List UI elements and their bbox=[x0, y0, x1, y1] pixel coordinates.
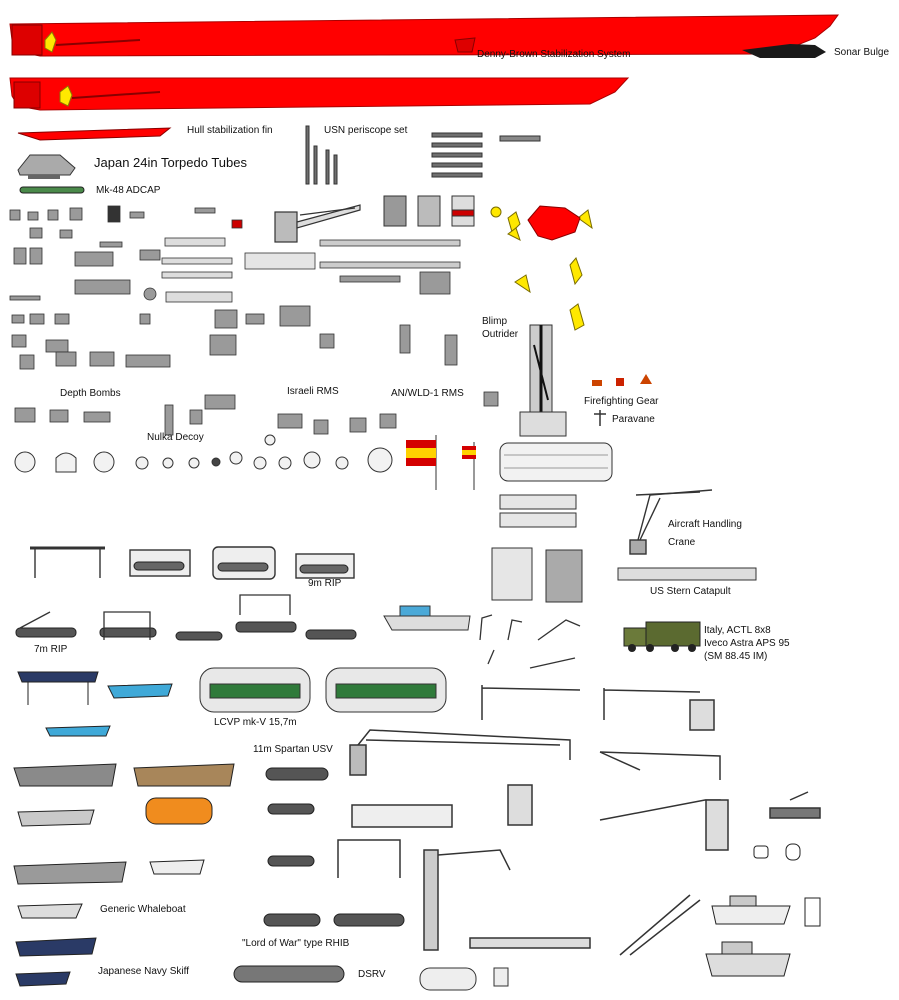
label-firefighting: Firefighting Gear bbox=[584, 396, 659, 407]
spain-flag-left bbox=[406, 435, 437, 490]
label-lord-of-war: "Lord of War" type RHIB bbox=[242, 938, 350, 949]
spain-flag-right bbox=[462, 442, 476, 490]
rib-boat-row bbox=[133, 561, 349, 574]
container-panels bbox=[491, 494, 583, 603]
rhib-middle bbox=[233, 767, 405, 983]
label-israeli-rms: Israeli RMS bbox=[287, 386, 339, 397]
propeller-lower bbox=[59, 85, 73, 107]
radar-dome-row bbox=[14, 434, 393, 473]
deck-hatch-panel bbox=[499, 442, 613, 482]
aircraft-handling-crane bbox=[629, 489, 713, 555]
label-japan-torpedo: Japan 24in Torpedo Tubes bbox=[94, 155, 247, 170]
label-italy-truck: Italy, ACTL 8x8 Iveco Astra APS 95 (SM 8… bbox=[704, 625, 790, 662]
hull-section-lower bbox=[9, 77, 630, 111]
rudder-upper bbox=[11, 24, 43, 56]
gantry-row bbox=[30, 546, 355, 580]
torpedo-tube-mount bbox=[17, 154, 76, 179]
usn-periscope-set bbox=[305, 125, 541, 185]
mk48-torpedo bbox=[19, 186, 85, 194]
label-mk48: Mk-48 ADCAP bbox=[96, 185, 161, 196]
boats-blue-row bbox=[17, 671, 173, 737]
label-us-catapult: US Stern Catapult bbox=[650, 586, 731, 597]
label-lcvp: LCVP mk-V 15,7m bbox=[214, 717, 297, 728]
rip-boats-row2 bbox=[15, 621, 357, 641]
label-skiff: Japanese Navy Skiff bbox=[98, 966, 189, 977]
propulsion-pod bbox=[527, 205, 581, 241]
label-dsrv: DSRV bbox=[358, 969, 386, 980]
label-nulka: Nulka Decoy bbox=[147, 432, 204, 443]
hull-section-upper bbox=[9, 14, 839, 58]
crane-lower-center bbox=[337, 839, 701, 956]
label-denny-brown: Denny-Brown Stabilization System bbox=[477, 49, 631, 60]
hull-lower bbox=[9, 77, 630, 111]
label-spartan: 11m Spartan USV bbox=[253, 744, 333, 755]
patrol-boat-small bbox=[383, 615, 471, 631]
label-whaleboat: Generic Whaleboat bbox=[100, 904, 186, 915]
crane-right-group bbox=[481, 685, 821, 851]
label-blimp-outrider: Blimp Outrider bbox=[482, 316, 519, 340]
label-usn-periscope: USN periscope set bbox=[324, 125, 408, 136]
hull-upper bbox=[9, 14, 839, 57]
boat-davit-row bbox=[19, 594, 291, 640]
patrol-boat-column bbox=[13, 763, 235, 987]
us-stern-catapult bbox=[617, 567, 757, 581]
firefighting-gear bbox=[592, 374, 652, 386]
fittings-grid bbox=[9, 205, 499, 436]
propeller-set bbox=[490, 206, 593, 331]
stabilizer-fin-upper bbox=[454, 37, 476, 53]
hull-stabilization-fin bbox=[17, 127, 172, 141]
bottom-right-boats bbox=[705, 843, 821, 977]
bottom-misc bbox=[419, 967, 509, 991]
propeller-upper bbox=[44, 31, 57, 53]
lcvp-pair bbox=[199, 667, 447, 713]
iveco-truck bbox=[623, 621, 701, 652]
sonar-bulge bbox=[742, 44, 826, 58]
deck-crane-top bbox=[274, 204, 361, 243]
small-crane-row bbox=[479, 614, 581, 669]
label-depth-bombs: Depth Bombs bbox=[60, 388, 121, 399]
rudder-lower bbox=[13, 81, 41, 109]
label-aircraft-crane: Aircraft Handling Crane bbox=[668, 519, 742, 548]
label-rip9: 9m RIP bbox=[308, 578, 342, 589]
big-crane-center bbox=[349, 729, 571, 828]
shaft-lower bbox=[71, 91, 161, 99]
label-sonar-bulge: Sonar Bulge bbox=[834, 47, 890, 58]
mast-structure bbox=[519, 324, 567, 437]
paravane-icon bbox=[594, 410, 606, 426]
label-anwld: AN/WLD-1 RMS bbox=[391, 388, 464, 399]
label-paravane: Paravane bbox=[612, 414, 655, 425]
canister-row bbox=[383, 195, 475, 227]
shaft-upper bbox=[55, 39, 141, 46]
label-hull-fin: Hull stabilization fin bbox=[187, 125, 273, 136]
label-rip7: 7m RIP bbox=[34, 644, 68, 655]
